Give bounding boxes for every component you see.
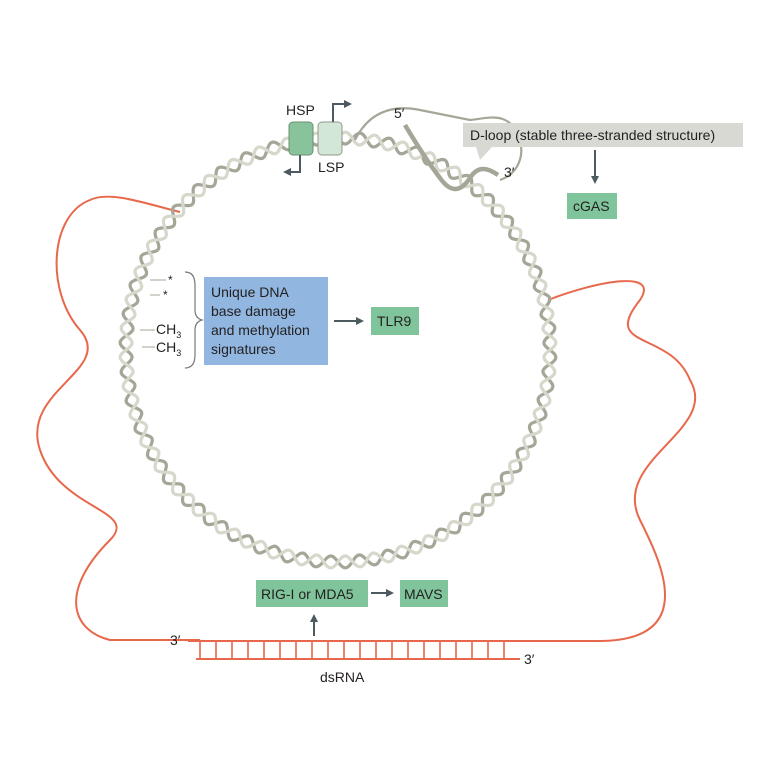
dloop-rna-helix [403, 123, 500, 192]
hsp-transcription-arrow [283, 155, 301, 176]
dsrna-ladder [188, 640, 520, 660]
lsp-transcription-arrow [332, 100, 352, 122]
damage-line-2: base damage [211, 303, 296, 319]
dloop-pointer [476, 147, 492, 160]
mavs-box [400, 580, 448, 607]
damage-line-4: signatures [211, 341, 276, 357]
promoters: HSP LSP [283, 100, 352, 176]
mtdna-circle [118, 130, 558, 570]
methyl-1: CH3 [156, 321, 181, 340]
dsrna-label: dsRNA [320, 669, 365, 685]
methyl-2: CH3 [156, 339, 181, 358]
damage-brace [184, 271, 205, 369]
lsp-label: LSP [318, 159, 344, 175]
damage-line-3: and methylation [211, 322, 310, 338]
damage-line-1: Unique DNA [211, 284, 289, 300]
damage-mark-1: * [168, 273, 173, 287]
hsp-label: HSP [286, 102, 315, 118]
hsp-box [288, 121, 314, 156]
dloop-three-prime: 3′ [504, 164, 515, 180]
rna-strand [36, 195, 697, 642]
dloop-label-box [463, 123, 743, 147]
tlr9-box [371, 307, 419, 335]
damage-marks: * * CH3 CH3 [140, 271, 205, 369]
dloop-strand [354, 107, 523, 182]
dsrna-right-end: 3′ [524, 651, 535, 667]
tlr9-label: TLR9 [377, 313, 411, 329]
lsp-box [317, 121, 343, 156]
cgas-label: cGAS [573, 198, 610, 214]
dloop-five-prime: 5′ [394, 105, 405, 121]
dsrna-left-end: 3′ [170, 632, 181, 648]
mavs-label: MAVS [404, 586, 443, 602]
damage-mark-2: * [163, 288, 168, 302]
dloop-label: D-loop (stable three-stranded structure) [470, 127, 715, 143]
cgas-box [567, 193, 617, 219]
dloop-callout: D-loop (stable three-stranded structure)… [394, 105, 743, 180]
rig-i-mda5-label: RIG-I or MDA5 [261, 586, 354, 602]
damage-box [204, 277, 328, 365]
rig-i-mda5-box [256, 580, 368, 607]
